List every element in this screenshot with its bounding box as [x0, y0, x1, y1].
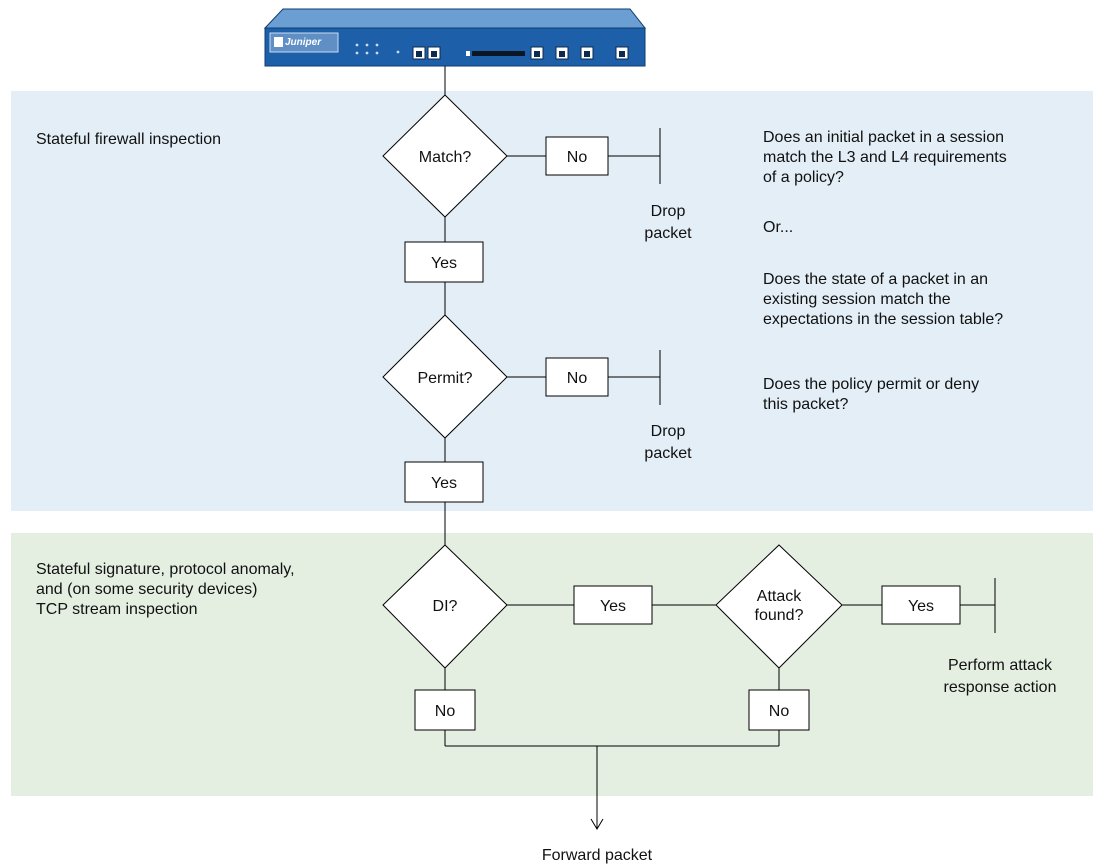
match-no-box — [545, 136, 609, 176]
attack-yes-box — [881, 585, 961, 625]
match-decision — [382, 94, 508, 218]
deep-inspection-section-label: Stateful signature, protocol anomaly, an… — [36, 561, 295, 618]
device-brand-label: Juniper — [285, 37, 322, 48]
annotation-or: Or... — [763, 219, 794, 236]
device-card-slot — [472, 51, 525, 56]
permit-decision — [382, 314, 508, 439]
flow-connectors — [444, 66, 996, 830]
device-ethernet-ports — [412, 46, 629, 60]
firewall-section-label: Stateful firewall inspection — [36, 131, 221, 148]
attack-found-label-line1: Attack — [757, 588, 802, 605]
deep-inspection-section — [11, 533, 1093, 796]
attack-no-label: No — [769, 703, 790, 720]
match-no-label: No — [567, 149, 588, 166]
security-device: Juniper — [263, 8, 647, 67]
di-decision — [382, 544, 508, 669]
permit-no-label: No — [567, 370, 588, 387]
di-yes-box — [573, 585, 653, 625]
attack-response-line2: response action — [944, 679, 1057, 696]
annotation-policy-permit: Does the policy permit or deny this pack… — [763, 376, 980, 413]
drop-packet-1-line2: packet — [644, 225, 692, 242]
device-status-leds — [355, 43, 400, 55]
attack-found-decision — [715, 544, 843, 669]
forward-packet-label: Forward packet — [542, 847, 653, 864]
drop-packet-1-line1: Drop — [651, 203, 686, 220]
attack-found-label-line2: found? — [755, 607, 804, 624]
di-decision-label: DI? — [433, 598, 458, 615]
match-yes-box — [404, 241, 484, 283]
annotation-session-state: Does the state of a packet in an existin… — [763, 271, 1004, 328]
juniper-logo-icon — [274, 37, 283, 47]
permit-yes-label: Yes — [431, 475, 457, 492]
match-decision-label: Match? — [419, 149, 472, 166]
attack-response-line1: Perform attack — [948, 657, 1053, 674]
device-indicator — [466, 51, 470, 56]
device-top-panel — [263, 8, 647, 29]
device-logo-plate — [269, 32, 339, 53]
attack-no-box — [748, 689, 810, 731]
permit-decision-label: Permit? — [417, 370, 472, 387]
match-yes-label: Yes — [431, 255, 457, 272]
di-yes-label: Yes — [600, 598, 626, 615]
attack-yes-label: Yes — [908, 598, 934, 615]
drop-packet-2-line2: packet — [644, 445, 692, 462]
permit-yes-box — [404, 461, 484, 503]
di-no-label: No — [435, 703, 456, 720]
di-no-box — [414, 689, 476, 731]
drop-packet-2-line1: Drop — [651, 423, 686, 440]
permit-no-box — [545, 357, 609, 397]
annotation-initial-packet: Does an initial packet in a session matc… — [763, 129, 1007, 186]
